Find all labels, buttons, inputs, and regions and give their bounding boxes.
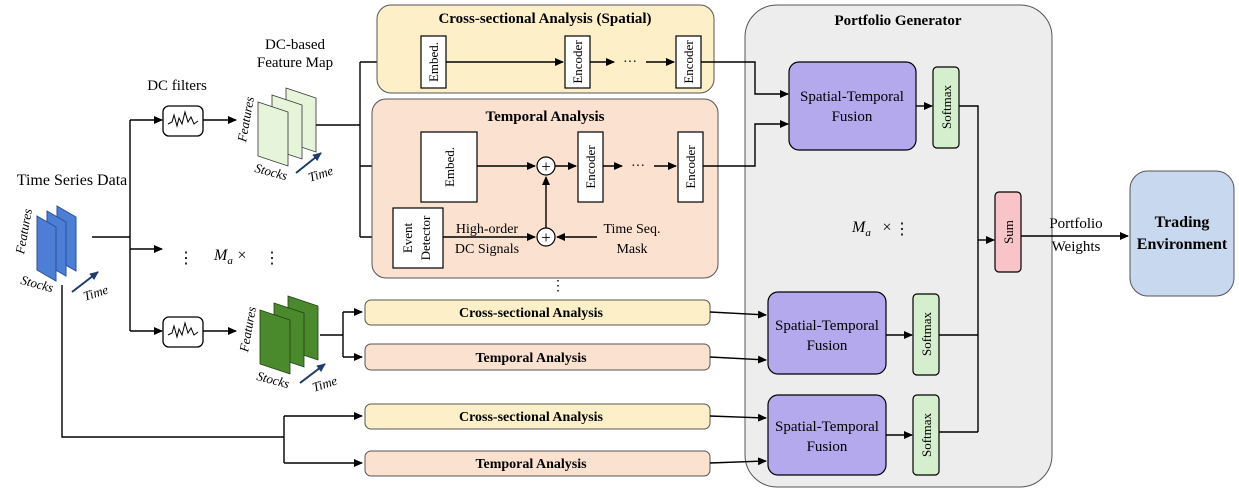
spatial-encoder-1-label: Encoder [570, 40, 585, 84]
branch-a-cross-label: Cross-sectional Analysis [459, 306, 604, 321]
feature-map-2-features-label: Features [236, 305, 259, 354]
spatial-encoder-2-label: Encoder [681, 40, 696, 84]
event-detector-box [392, 207, 444, 269]
feature-map-2-time-arrow [299, 363, 326, 384]
dc-filter-1 [162, 105, 204, 137]
temporal-plus-bottom-sign: + [541, 228, 551, 247]
softmax-bottom-label: Softmax [919, 412, 934, 457]
sum-box [994, 191, 1022, 273]
input-features-label: Features [12, 207, 35, 256]
weights-label-1: Portfolio [1049, 216, 1102, 232]
mask-label-2: Mask [616, 242, 647, 257]
softmax-top-label: Softmax [939, 84, 954, 129]
repeat-dots-center: ⋮ [551, 279, 565, 294]
repeat-dots-right: ⋮ [894, 221, 910, 238]
trading-label-1: Trading [1155, 214, 1210, 231]
feature-map-dark [259, 295, 319, 375]
fusion-top [788, 61, 917, 151]
temporal-encoder-1-label: Encoder [583, 145, 598, 189]
fusion-middle-label-1: Spatial-Temporal [775, 318, 879, 334]
feature-map-title-2: Feature Map [257, 55, 333, 71]
softmax-bottom [912, 394, 940, 476]
spatial-embed-label: Embed. [426, 42, 441, 82]
temporal-ellipsis: ··· [631, 159, 645, 174]
input-cube [36, 205, 77, 282]
repeat-times-right: × [882, 219, 891, 236]
input-time-label: Time [81, 282, 110, 304]
spatial-encoder-1 [564, 35, 591, 89]
temporal-title: Temporal Analysis [485, 109, 604, 125]
temporal-plus-top-sign: + [541, 157, 551, 176]
branch-b-temporal-label: Temporal Analysis [475, 457, 587, 472]
feature-map-light [257, 87, 317, 167]
softmax-top [932, 66, 960, 149]
feature-map-2-time-label: Time [310, 373, 339, 395]
input-time-arrow [71, 271, 99, 293]
spatial-embed-box [420, 35, 447, 89]
branch-a-temporal-label: Temporal Analysis [475, 351, 587, 366]
spatial-title: Cross-sectional Analysis (Spatial) [438, 11, 651, 27]
sum-label: Sum [1001, 220, 1016, 244]
signals-label-2: DC Signals [455, 242, 519, 257]
dc-filters-label: DC filters [147, 78, 207, 94]
fusion-top-label-1: Spatial-Temporal [800, 89, 904, 105]
softmax-middle-label: Softmax [919, 311, 934, 356]
fusion-bottom-label-1: Spatial-Temporal [775, 419, 879, 435]
event-detector-label-1: Event [400, 222, 415, 253]
temporal-encoder-1 [577, 131, 604, 203]
feature-map-title-1: DC-based [265, 37, 325, 53]
repeat-dots-left: ⋮ [178, 250, 194, 267]
fusion-middle-label-2: Fusion [807, 338, 848, 354]
spatial-ellipsis: ··· [623, 55, 637, 70]
fusion-bottom-label-2: Fusion [807, 439, 848, 455]
repeat-ma-left: Ma [213, 247, 233, 267]
temporal-encoder-2-label: Encoder [683, 145, 698, 189]
repeat-dots-left-2: ⋮ [264, 250, 280, 267]
signals-label-1: High-order [456, 222, 519, 237]
event-detector-label-2: Detector [418, 215, 433, 260]
weights-label-2: Weights [1052, 239, 1101, 255]
portfolio-generator-title: Portfolio Generator [834, 13, 961, 29]
repeat-times-left: × [237, 247, 246, 264]
feature-map-features-label: Features [234, 95, 257, 144]
spatial-panel [376, 4, 715, 94]
trading-environment-box [1129, 170, 1235, 297]
trading-label-2: Environment [1137, 236, 1228, 253]
branch-b-cross-label: Cross-sectional Analysis [459, 410, 604, 425]
branch-b-temporal-box [364, 450, 711, 477]
spatial-encoder-2 [675, 35, 702, 89]
time-series-title: Time Series Data [17, 172, 128, 189]
mask-label-1: Time Seq. [603, 222, 660, 237]
fusion-middle [767, 291, 887, 375]
temporal-embed-box [420, 131, 478, 203]
fusion-top-label-2: Fusion [832, 109, 873, 125]
temporal-encoder-2 [677, 131, 704, 203]
temporal-embed-label: Embed. [442, 147, 457, 187]
fusion-bottom [767, 394, 887, 476]
dc-filter-2 [162, 316, 204, 348]
feature-map-time-arrow [295, 152, 322, 174]
feature-map-time-label: Time [306, 163, 335, 185]
